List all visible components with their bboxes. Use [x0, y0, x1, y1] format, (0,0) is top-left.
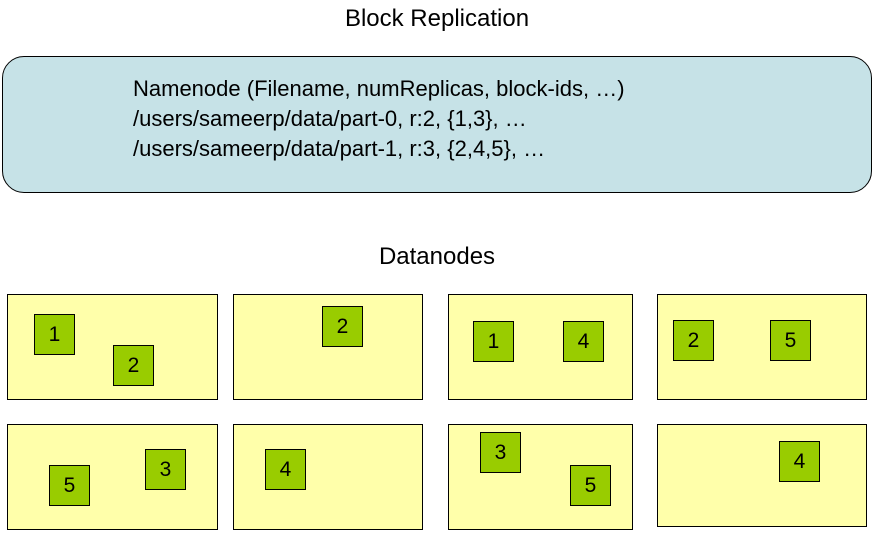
- datanode-box-8: 4: [657, 424, 867, 527]
- block-id-label: 2: [336, 314, 349, 338]
- block-id-label: 5: [784, 328, 797, 352]
- block-id-label: 3: [494, 440, 507, 464]
- block-id-label: 4: [793, 449, 806, 473]
- block-id-label: 2: [127, 353, 140, 377]
- block-replica: 2: [322, 306, 363, 347]
- datanode-box-3: 1 4: [448, 294, 633, 400]
- block-id-label: 2: [687, 328, 700, 352]
- block-replica: 3: [145, 449, 186, 490]
- block-id-label: 3: [159, 457, 172, 481]
- datanode-box-7: 3 5: [448, 424, 633, 530]
- block-id-label: 5: [584, 473, 597, 497]
- block-replica: 2: [673, 320, 714, 361]
- datanode-box-2: 2: [233, 294, 423, 400]
- namenode-file-entry-part0: /users/sameerp/data/part-0, r:2, {1,3}, …: [133, 106, 527, 131]
- namenode-box: Namenode (Filename, numReplicas, block-i…: [2, 56, 872, 193]
- datanode-box-6: 4: [233, 424, 423, 530]
- block-id-label: 1: [48, 322, 61, 346]
- block-id-label: 4: [577, 329, 590, 353]
- datanodes-label: Datanodes: [378, 243, 496, 270]
- block-replica: 2: [113, 345, 154, 386]
- block-replica: 4: [265, 449, 306, 490]
- namenode-text: Namenode (Filename, numReplicas, block-i…: [133, 74, 625, 164]
- datanode-box-5: 5 3: [7, 424, 218, 530]
- block-replica: 5: [49, 465, 90, 506]
- datanode-box-1: 1 2: [7, 294, 218, 400]
- namenode-file-entry-part1: /users/sameerp/data/part-1, r:3, {2,4,5}…: [133, 136, 546, 161]
- block-replica: 5: [770, 320, 811, 361]
- block-replica: 4: [563, 321, 604, 362]
- block-replica: 3: [480, 432, 521, 473]
- namenode-header-line: Namenode (Filename, numReplicas, block-i…: [133, 76, 625, 101]
- block-replica: 5: [570, 465, 611, 506]
- block-id-label: 1: [487, 329, 500, 353]
- block-replica: 1: [34, 314, 75, 355]
- block-replica: 1: [473, 321, 514, 362]
- datanode-box-4: 2 5: [657, 294, 867, 400]
- block-id-label: 4: [279, 457, 292, 481]
- block-replica: 4: [779, 441, 820, 482]
- diagram-title: Block Replication: [344, 5, 530, 32]
- block-id-label: 5: [63, 473, 76, 497]
